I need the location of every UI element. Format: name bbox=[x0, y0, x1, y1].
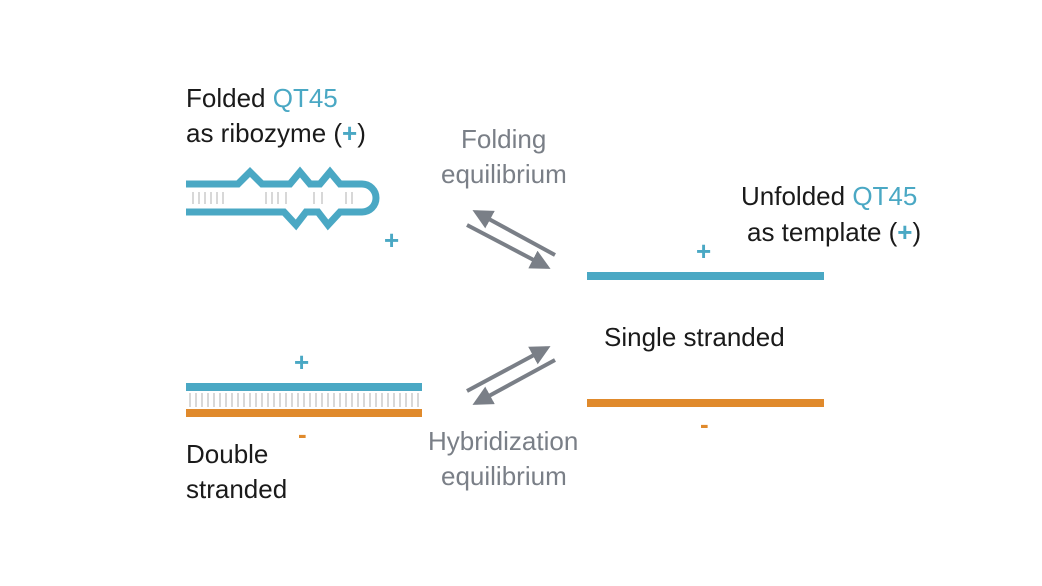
folded-base-pairs bbox=[192, 192, 353, 204]
folded-title-line1: Folded QT45 bbox=[186, 83, 338, 113]
hybridization-equilibrium-arrows bbox=[466, 346, 556, 405]
single-minus-sign: - bbox=[700, 409, 709, 439]
hybridization-equilibrium-line1: Hybridization bbox=[428, 426, 578, 456]
unfold-to-fold-arrow bbox=[472, 210, 556, 257]
unfolded-title-line1: Unfolded QT45 bbox=[741, 181, 917, 211]
double-plus-sign: + bbox=[294, 347, 309, 377]
fold-to-unfold-arrow bbox=[466, 223, 551, 269]
folding-equilibrium-line1: Folding bbox=[461, 124, 546, 154]
single-stranded-label: Single stranded bbox=[604, 322, 785, 352]
folded-hairpin-strand bbox=[186, 166, 380, 231]
dissociate-arrow bbox=[472, 358, 556, 405]
folded-title-line2: as ribozyme (+) bbox=[186, 118, 366, 148]
hybridization-equilibrium-line2: equilibrium bbox=[441, 461, 567, 491]
double-base-pairs bbox=[189, 393, 419, 407]
unfolded-title-line2: as template (+) bbox=[747, 217, 921, 247]
folded-plus-sign: + bbox=[384, 225, 399, 255]
double-stranded-line2: stranded bbox=[186, 474, 287, 504]
single-plus-sign: + bbox=[696, 236, 711, 266]
folding-equilibrium-arrows bbox=[466, 210, 556, 269]
folding-equilibrium-line2: equilibrium bbox=[441, 159, 567, 189]
double-minus-sign: - bbox=[298, 419, 307, 449]
double-stranded-line1: Double bbox=[186, 439, 268, 469]
hybridize-arrow bbox=[466, 346, 551, 393]
